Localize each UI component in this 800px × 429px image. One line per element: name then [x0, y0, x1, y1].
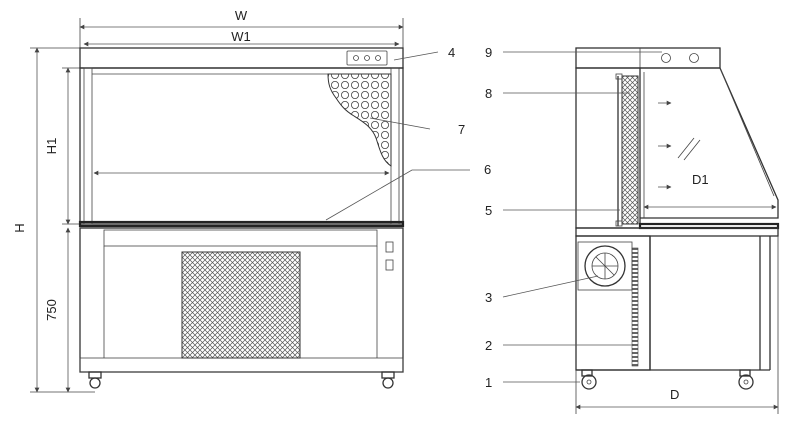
stand-crossbar — [103, 229, 378, 247]
switch-lower — [385, 259, 394, 271]
label-w1: W1 — [231, 29, 251, 44]
dimension-w1: W1 — [83, 29, 400, 47]
callout-4: 4 — [448, 45, 455, 60]
label-d: D — [670, 387, 679, 402]
side-caster-rear — [581, 369, 597, 390]
side-hepa-filter — [621, 75, 639, 225]
leader-7 — [369, 117, 431, 130]
label-d1: D1 — [692, 172, 709, 187]
label-h: H — [12, 223, 27, 232]
front-view: W W1 H H1 750 — [12, 8, 491, 393]
dimension-w: W — [79, 8, 404, 50]
dimension-h: H — [12, 47, 95, 393]
switch-upper — [385, 241, 394, 253]
front-caster-left — [88, 371, 102, 389]
left-post — [83, 67, 93, 225]
callout-1: 1 — [485, 375, 492, 390]
right-post — [390, 67, 400, 225]
side-view: D1 — [485, 45, 780, 414]
leader-3 — [502, 275, 599, 298]
work-table — [78, 220, 405, 228]
front-hood — [640, 67, 779, 219]
glass-mark-1 — [677, 137, 695, 159]
label-h1: H1 — [44, 138, 59, 155]
side-grille — [631, 247, 639, 367]
callout-7: 7 — [458, 122, 465, 137]
dimension-750: 750 — [44, 227, 71, 393]
callout-5: 5 — [485, 203, 492, 218]
callout-9: 9 — [485, 45, 492, 60]
control-panel — [346, 50, 388, 66]
glass-mark-2 — [683, 139, 701, 161]
front-caster-right — [381, 371, 395, 389]
side-caster-front — [738, 369, 754, 390]
side-knob-right — [689, 53, 699, 63]
side-fan — [577, 241, 633, 291]
leader-4 — [393, 51, 439, 61]
callout-6: 6 — [484, 162, 491, 177]
hepa-filter-cutaway — [327, 73, 392, 167]
mesh-panel — [181, 251, 301, 359]
callout-2: 2 — [485, 338, 492, 353]
side-knob-left — [661, 53, 671, 63]
label-750: 750 — [44, 299, 59, 321]
label-w: W — [235, 8, 248, 23]
work-chamber — [79, 67, 404, 225]
leader-6 — [325, 169, 470, 221]
callout-8: 8 — [485, 86, 492, 101]
dimension-h1: H1 — [44, 67, 84, 225]
callout-3: 3 — [485, 290, 492, 305]
